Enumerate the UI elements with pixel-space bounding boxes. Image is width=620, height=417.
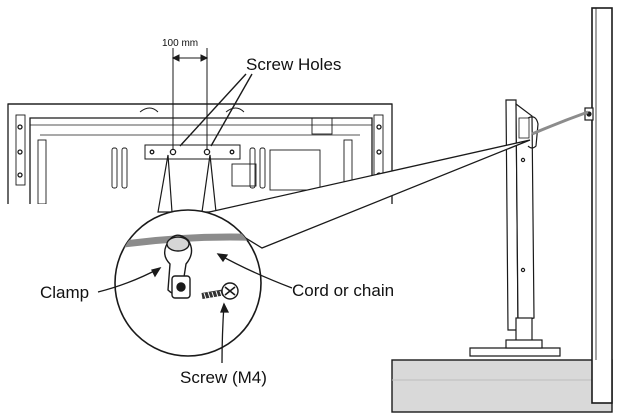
dimension-marker (171, 48, 209, 150)
screw-hole-left (169, 148, 177, 156)
dimension-label: 100 mm (162, 38, 198, 49)
wall (591, 7, 613, 404)
tv-side-view (469, 99, 561, 357)
screw-part (201, 282, 239, 300)
screw-label: Screw (M4) (180, 368, 267, 387)
stand-surface (391, 359, 613, 413)
screw-holes-leaders (179, 73, 253, 147)
cord-side-view (531, 110, 589, 136)
tv-rear-view (7, 103, 393, 205)
screw-arrow (220, 302, 230, 364)
wall-and-floor (391, 7, 613, 413)
screw-hole-right (203, 148, 211, 156)
clamp-label: Clamp (40, 283, 89, 302)
cord-or-chain-label: Cord or chain (292, 281, 394, 300)
clamp-arrow (97, 266, 162, 293)
screw-holes-label: Screw Holes (246, 55, 341, 74)
cord-arrow (216, 253, 293, 289)
clamp-part (163, 234, 193, 299)
magnify-wedges (157, 154, 217, 213)
magnified-detail (114, 209, 262, 357)
screw-hole-markers (169, 148, 211, 156)
